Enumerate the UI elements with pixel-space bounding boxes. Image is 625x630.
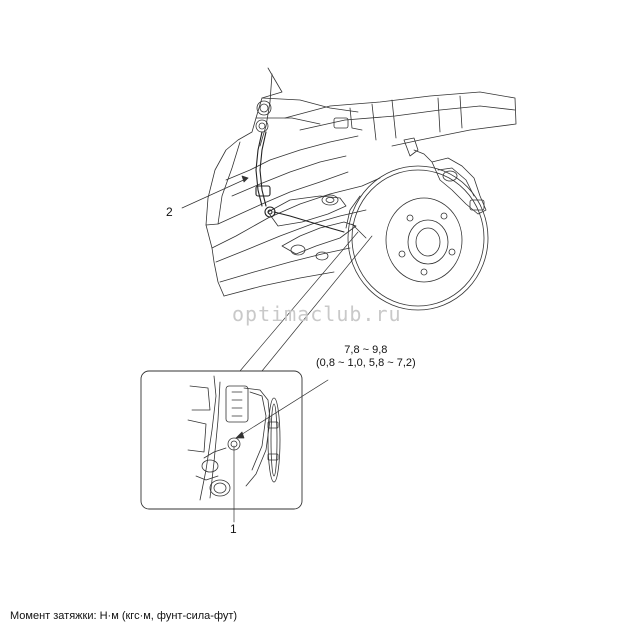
brake-hose-upper: [255, 131, 345, 233]
body-panel: [205, 67, 359, 249]
detail-inset-parts: [187, 375, 281, 501]
suspension-arm: [267, 194, 367, 261]
torque-spec: 7,8 ~ 9,8 (0,8 ~ 1,0, 5,8 ~ 7,2): [316, 344, 416, 370]
callout-2-label: 2: [166, 205, 173, 219]
torque-metric: 7,8 ~ 9,8: [344, 344, 388, 356]
watermark: optimaclub.ru: [232, 302, 402, 326]
brake-disc: [345, 165, 489, 311]
detail-pointer-lines: [239, 231, 373, 372]
callout-1-label: 1: [230, 522, 237, 536]
subframe-beam: [205, 135, 381, 297]
detail-inset-frame: [140, 370, 303, 510]
frame-rail: [284, 91, 517, 157]
torque-alternate: (0,8 ~ 1,0, 5,8 ~ 7,2): [316, 357, 416, 369]
torque-leader: [235, 379, 329, 439]
brake-caliper: [413, 149, 487, 215]
callout-2-leader: [181, 175, 249, 209]
torque-units-note: Момент затяжки: Н·м (кгс·м, фунт-сила-фу…: [10, 610, 238, 622]
